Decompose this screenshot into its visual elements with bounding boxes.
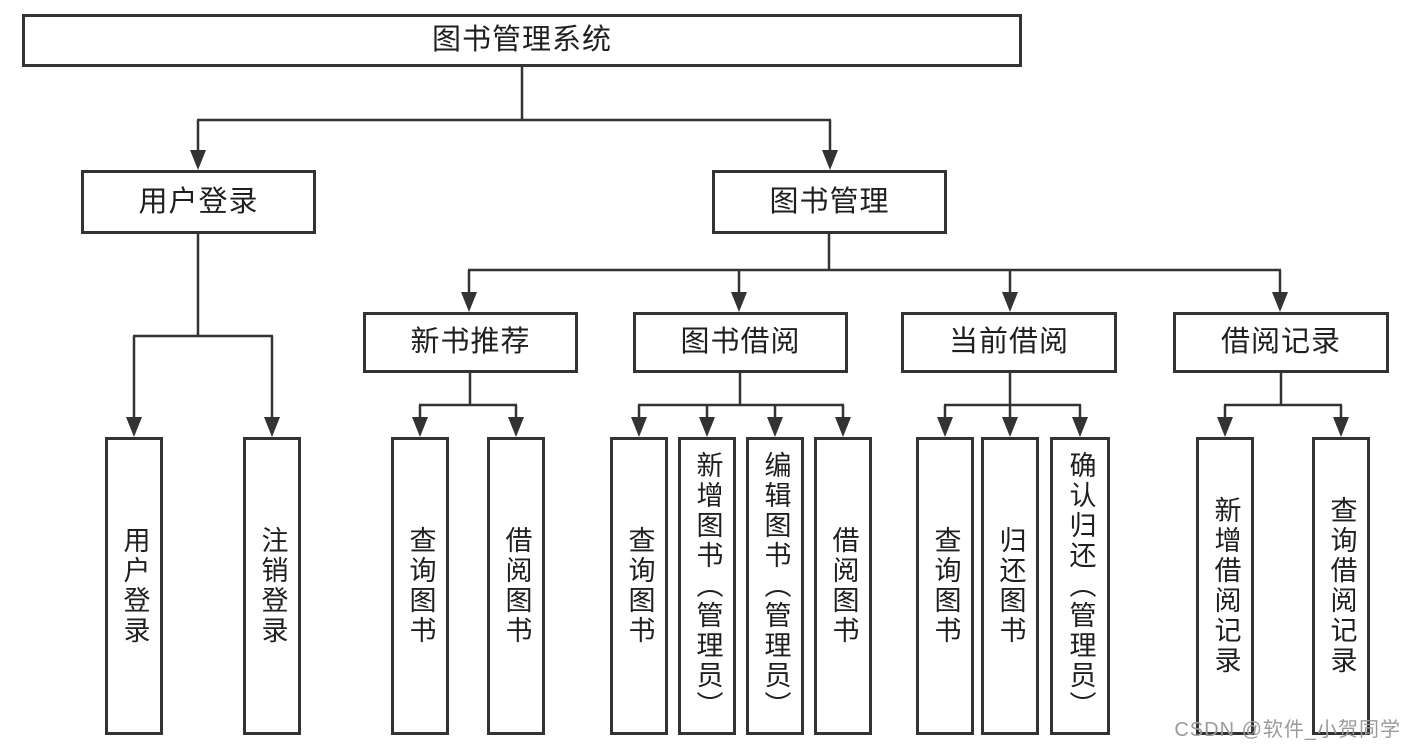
leaf-user-login: 用户登录	[105, 437, 163, 735]
leaf-label: 新增借阅记录	[1210, 496, 1241, 676]
leaf-label: 查询借阅记录	[1326, 496, 1357, 676]
node-book-management: 图书管理	[712, 170, 947, 234]
node-label: 图书管理系统	[431, 24, 612, 56]
leaf-query-borrow-record: 查询借阅记录	[1312, 437, 1370, 735]
leaf-label: 用户登录	[119, 526, 150, 646]
leaf-logout: 注销登录	[243, 437, 301, 735]
leaf-label: 归还图书	[995, 526, 1026, 646]
leaf-borrow-books-recommend: 借阅图书	[487, 437, 545, 735]
leaf-confirm-return-admin: 确认归还（管理员）	[1050, 437, 1110, 735]
csdn-watermark: CSDN @软件_小贺同学	[1174, 719, 1401, 741]
node-label: 新书推荐	[410, 326, 531, 358]
leaf-label: 查询图书	[930, 526, 961, 646]
leaf-label: 查询图书	[405, 526, 436, 646]
leaf-add-books-admin: 新增图书（管理员）	[678, 437, 736, 735]
leaf-return-books: 归还图书	[981, 437, 1039, 735]
leaf-label: 确认归还（管理员）	[1065, 451, 1096, 721]
node-new-book-recommendation: 新书推荐	[363, 312, 578, 373]
arrowhead-icons	[126, 150, 1349, 437]
node-label: 借阅记录	[1220, 326, 1341, 358]
leaf-query-books-recommend: 查询图书	[391, 437, 449, 735]
leaf-label: 编辑图书（管理员）	[760, 451, 791, 721]
leaf-label: 借阅图书	[828, 526, 859, 646]
node-user-login: 用户登录	[81, 170, 316, 234]
leaf-label: 查询图书	[624, 526, 655, 646]
leaf-query-books-borrowing: 查询图书	[610, 437, 668, 735]
leaf-borrow-books: 借阅图书	[814, 437, 872, 735]
leaf-add-borrow-record: 新增借阅记录	[1196, 437, 1254, 735]
leaf-label: 借阅图书	[501, 526, 532, 646]
node-library-management-system: 图书管理系统	[22, 14, 1022, 67]
node-current-borrowing: 当前借阅	[901, 312, 1117, 373]
node-label: 图书借阅	[680, 326, 801, 358]
node-label: 用户登录	[138, 185, 259, 218]
node-label: 当前借阅	[948, 326, 1069, 358]
node-label: 图书管理	[769, 185, 890, 218]
leaf-label: 新增图书（管理员）	[692, 451, 723, 721]
leaf-label: 注销登录	[257, 526, 288, 646]
node-borrowing-records: 借阅记录	[1173, 312, 1389, 373]
leaf-query-books-current: 查询图书	[916, 437, 974, 735]
connector-paths	[132, 67, 1343, 419]
leaf-edit-books-admin: 编辑图书（管理员）	[746, 437, 804, 735]
node-book-borrowing: 图书借阅	[633, 312, 848, 373]
